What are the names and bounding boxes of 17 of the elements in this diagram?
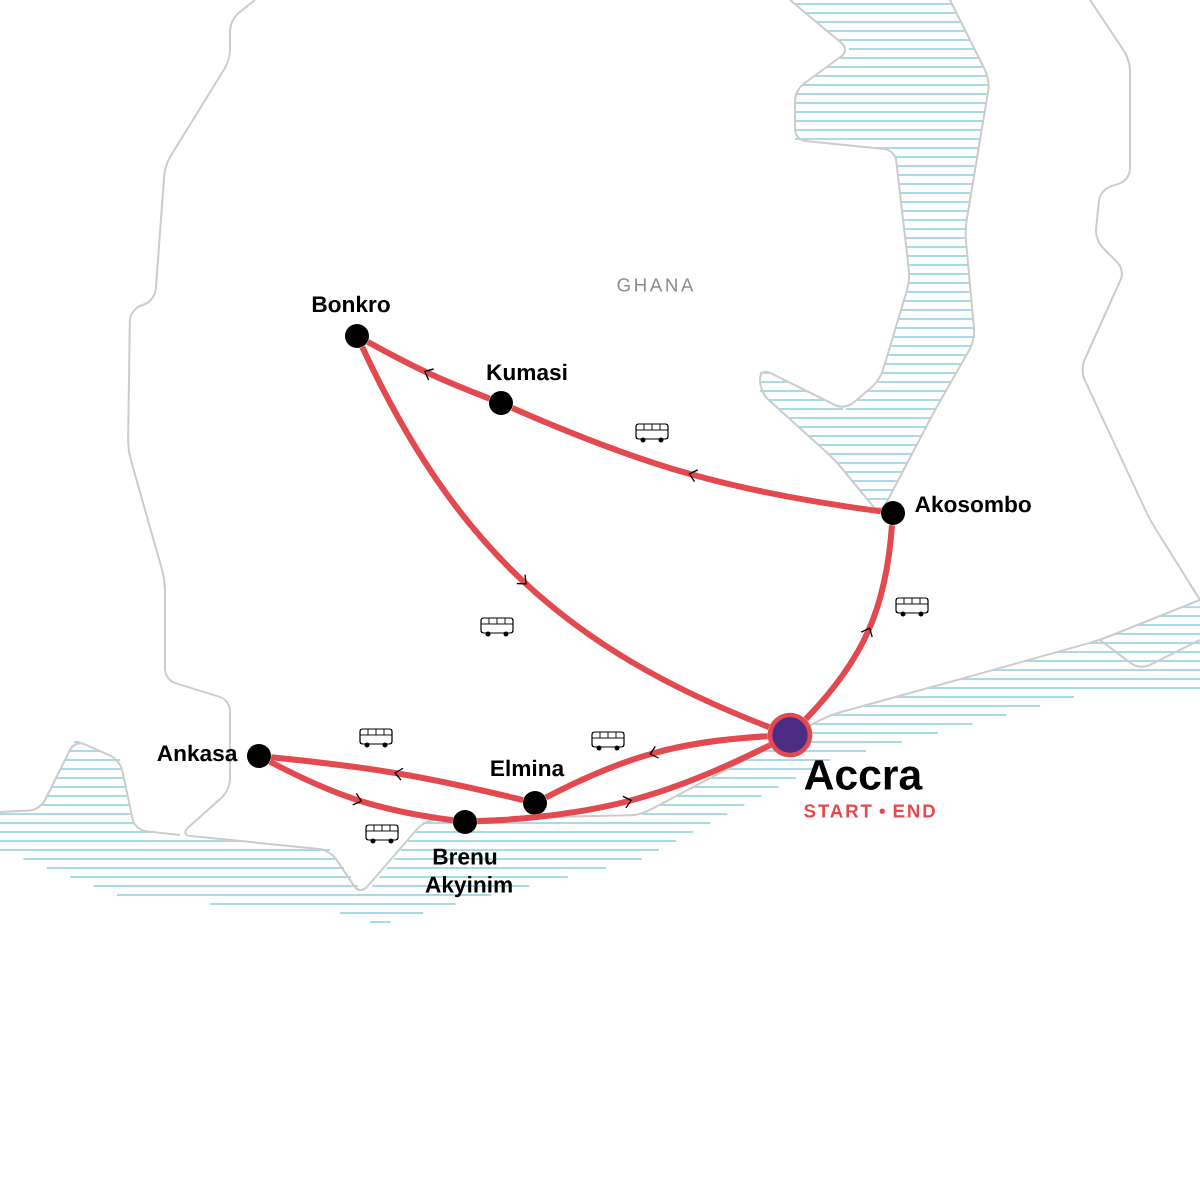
route-line [270,754,524,803]
route-line [477,742,772,825]
city-label: Accra [804,760,923,790]
route-line [511,405,882,515]
city-label: Elmina [491,759,565,777]
city-label: Akosombo [915,495,1031,513]
country-label: GHANA [617,278,694,292]
city-label: Ankasa [157,744,238,762]
route-line [268,759,454,824]
start-end-label: START • END [804,804,935,818]
route-line [366,339,491,402]
city-label: Brenu Akyinim [425,848,512,898]
route-line [359,345,771,730]
route-line [544,733,768,801]
city-label: Kumasi [487,363,567,381]
route-line [803,524,895,722]
city-label: Bonkro [312,295,390,313]
